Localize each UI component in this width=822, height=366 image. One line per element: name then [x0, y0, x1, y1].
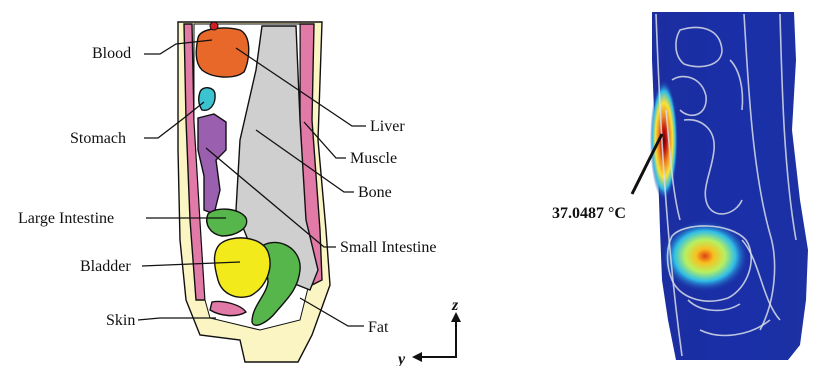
label-liver: Liver	[370, 118, 405, 135]
label-skin: Skin	[106, 312, 135, 329]
y-arrowhead	[412, 352, 422, 362]
label-fat: Fat	[368, 319, 389, 336]
label-small-intestine: Small Intestine	[340, 239, 436, 256]
label-bone: Bone	[358, 184, 392, 201]
label-bladder: Bladder	[80, 258, 131, 275]
axes-indicator: z y	[396, 297, 461, 366]
temperature-map	[650, 12, 808, 360]
temperature-label: 37.0487 °C	[552, 205, 626, 222]
y-axis-label: y	[396, 351, 406, 366]
anatomy-diagram	[178, 22, 330, 362]
hotspot-bladder	[661, 220, 749, 292]
blood-vessel-top	[210, 22, 218, 30]
label-blood: Blood	[92, 45, 131, 62]
label-muscle: Muscle	[350, 150, 397, 167]
temperature-annotation: 37.0487 °C	[552, 134, 662, 222]
label-large-intestine: Large Intestine	[18, 210, 114, 227]
z-axis-label: z	[451, 297, 459, 314]
label-stomach: Stomach	[70, 130, 126, 147]
blood-organ	[196, 28, 249, 77]
